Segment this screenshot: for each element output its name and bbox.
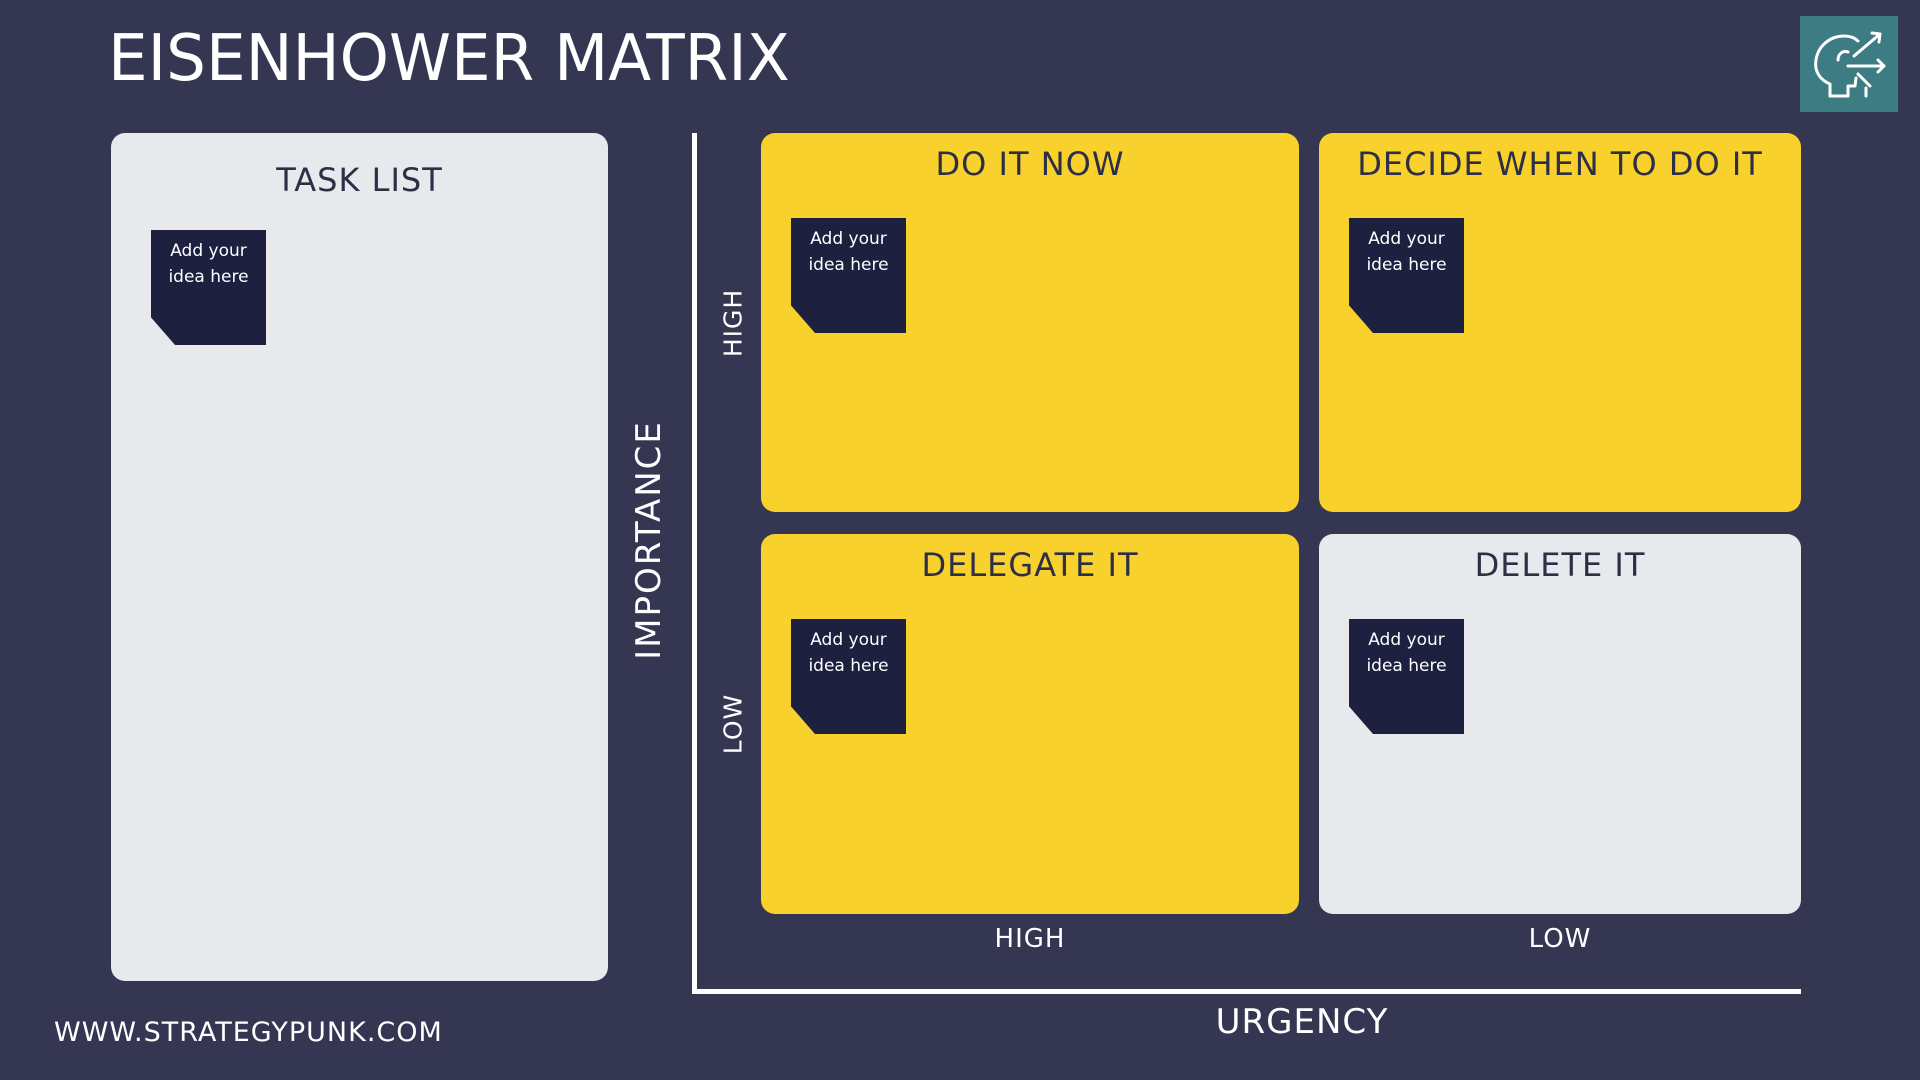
urgency-low-label: LOW xyxy=(1528,924,1592,954)
sticky-note[interactable]: Add your idea here xyxy=(791,218,906,333)
footer-url: WWW.STRATEGYPUNK.COM xyxy=(54,1017,443,1048)
sticky-note[interactable]: Add your idea here xyxy=(791,619,906,734)
importance-axis-line xyxy=(692,133,697,994)
urgency-axis-line xyxy=(692,989,1801,994)
head-arrows-icon xyxy=(1800,16,1898,112)
quadrant-delete-it: DELETE IT Add your idea here xyxy=(1319,534,1801,914)
sticky-note[interactable]: Add your idea here xyxy=(1349,619,1464,734)
task-list-panel: TASK LIST Add your idea here xyxy=(111,133,608,981)
quadrant-do-it-now: DO IT NOW Add your idea here xyxy=(761,133,1299,512)
sticky-note[interactable]: Add your idea here xyxy=(151,230,266,345)
importance-axis-label: IMPORTANCE xyxy=(629,420,669,660)
urgency-axis-label: URGENCY xyxy=(1215,1002,1389,1042)
quadrant-delegate-it: DELEGATE IT Add your idea here xyxy=(761,534,1299,914)
importance-low-label: LOW xyxy=(718,693,748,755)
page-title: EISENHOWER MATRIX xyxy=(108,22,790,96)
urgency-high-label: HIGH xyxy=(994,924,1066,954)
quadrant-title: DELETE IT xyxy=(1474,546,1646,584)
quadrant-title: DO IT NOW xyxy=(935,145,1125,183)
quadrant-title: DECIDE WHEN TO DO IT xyxy=(1357,145,1763,183)
quadrant-title: DELEGATE IT xyxy=(921,546,1139,584)
task-list-title: TASK LIST xyxy=(276,161,443,199)
sticky-note[interactable]: Add your idea here xyxy=(1349,218,1464,333)
importance-high-label: HIGH xyxy=(718,288,748,358)
quadrant-decide-when: DECIDE WHEN TO DO IT Add your idea here xyxy=(1319,133,1801,512)
